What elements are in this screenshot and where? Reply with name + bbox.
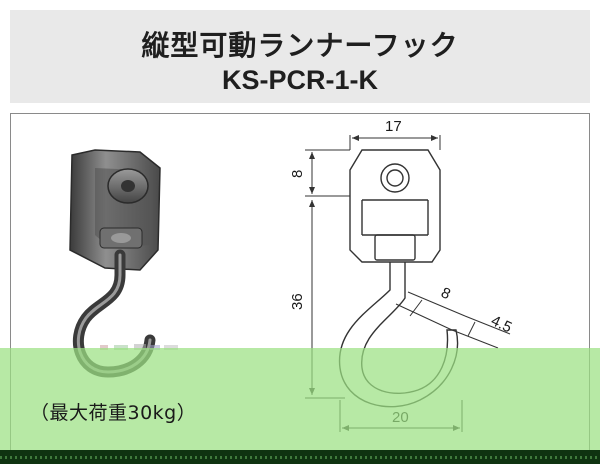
bottom-strip xyxy=(0,450,600,464)
dim-hook-tip: 4.5 xyxy=(488,312,514,336)
dim-block-height: 8 xyxy=(289,170,306,178)
drawing-roller-outline xyxy=(380,163,410,193)
max-load-caption: （最大荷重30kg） xyxy=(30,402,197,424)
blurred-text-artifact xyxy=(100,344,178,350)
drawing-block-outline xyxy=(349,149,441,263)
dim-hook-wire: 8 xyxy=(438,284,453,303)
product-title: 縦型可動ランナーフック xyxy=(141,29,459,62)
green-overlay-band xyxy=(0,348,600,464)
dim-top-width: 17 xyxy=(385,118,402,135)
dim-total-height: 36 xyxy=(289,293,306,310)
model-number: KS-PCR-1-K xyxy=(221,65,378,95)
header-banner: 縦型可動ランナーフック KS-PCR-1-K xyxy=(10,10,590,103)
